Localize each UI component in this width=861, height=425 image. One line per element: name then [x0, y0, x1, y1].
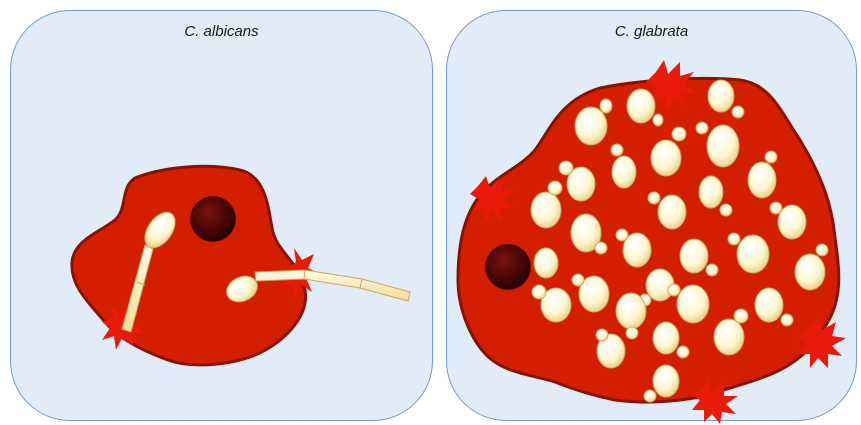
- macrophage-right: [458, 60, 846, 424]
- nucleus-icon: [191, 197, 235, 241]
- macrophage-left: [72, 166, 410, 365]
- nucleus-icon: [486, 245, 530, 289]
